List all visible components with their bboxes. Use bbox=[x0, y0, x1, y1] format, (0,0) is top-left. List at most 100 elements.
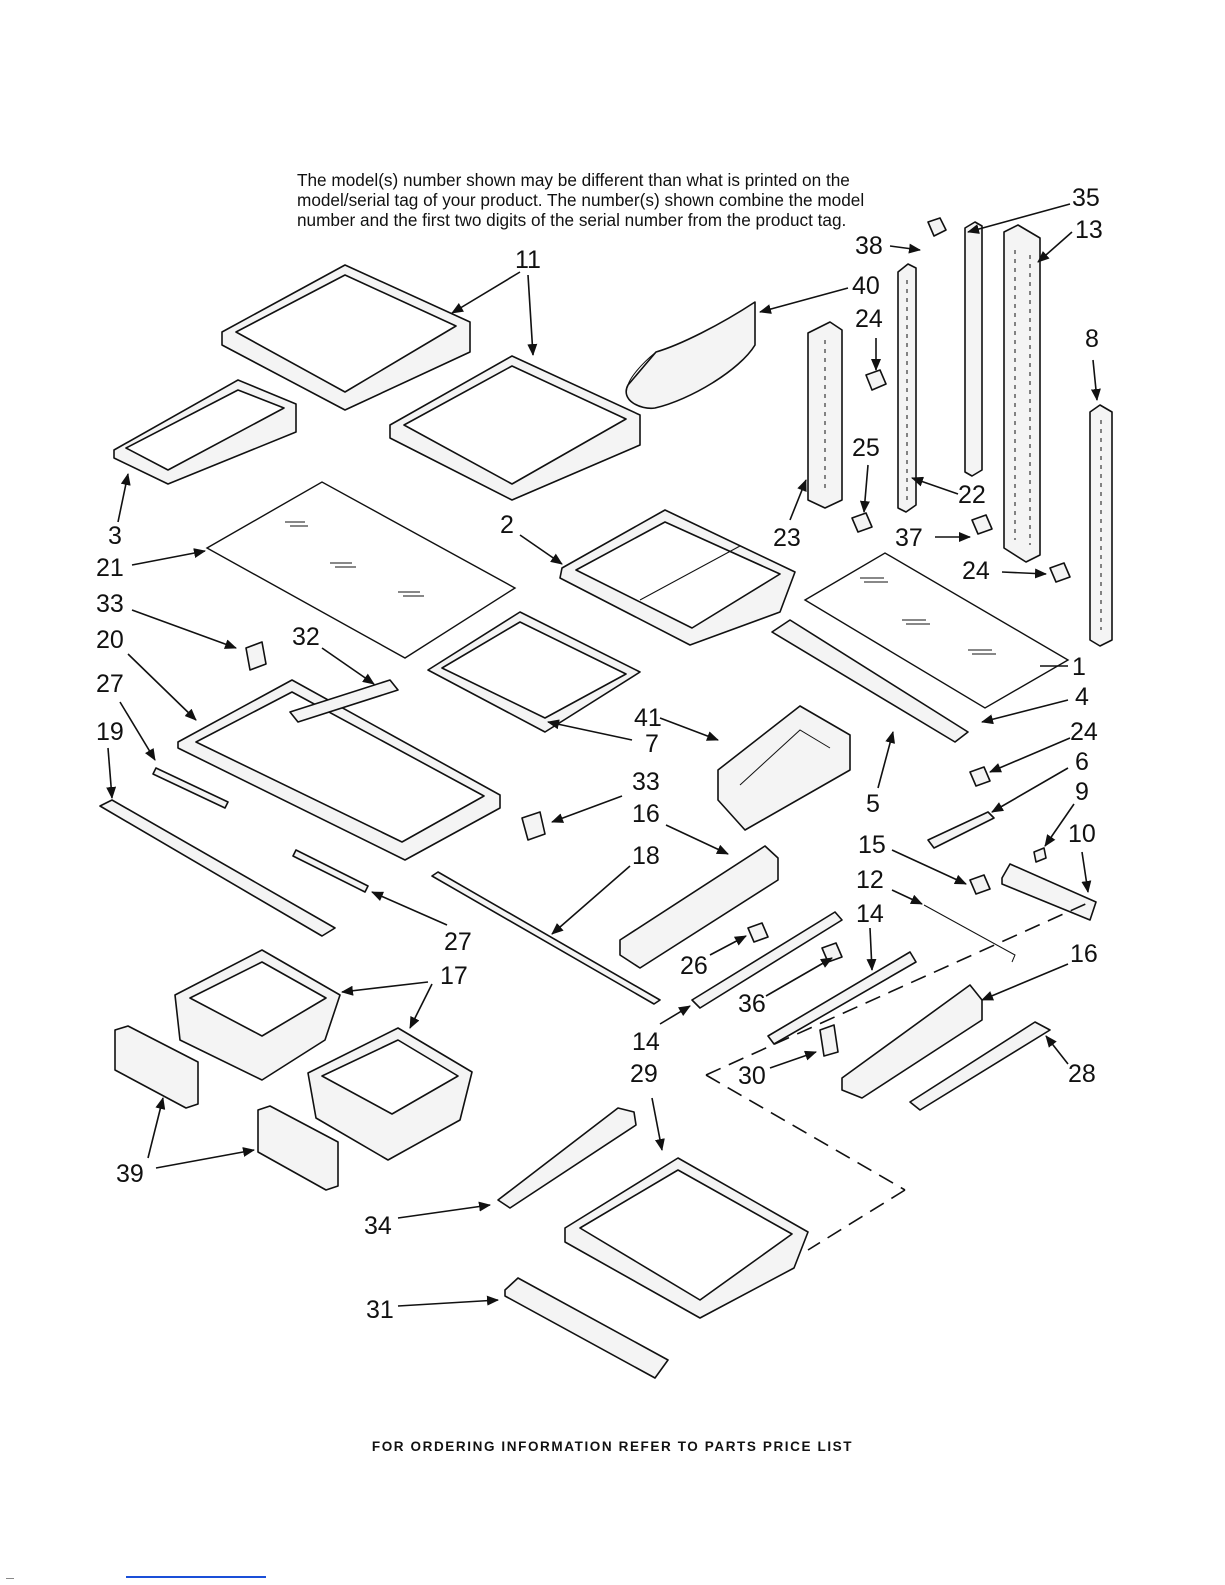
callout-numbers: 35 13 38 40 11 24 8 25 22 23 37 3 2 21 2… bbox=[96, 184, 1103, 1324]
callout-label: 13 bbox=[1075, 216, 1103, 244]
callout-label: 5 bbox=[866, 790, 880, 818]
callout-label: 32 bbox=[292, 623, 320, 651]
callout-label: 22 bbox=[958, 481, 986, 509]
callout-label: 41 bbox=[634, 704, 662, 732]
shelf-11-upper bbox=[221, 264, 471, 411]
callout-label: 33 bbox=[632, 768, 660, 796]
shelf-7 bbox=[427, 611, 641, 733]
callout-label: 18 bbox=[632, 842, 660, 870]
callout-label: 28 bbox=[1068, 1060, 1096, 1088]
callout-label: 25 bbox=[852, 434, 880, 462]
callout-label: 17 bbox=[440, 962, 468, 990]
shelf-11-lower bbox=[389, 355, 641, 501]
ordering-info-footer: FOR ORDERING INFORMATION REFER TO PARTS … bbox=[371, 1439, 854, 1454]
callout-label: 21 bbox=[96, 554, 124, 582]
model-number-notice: The model(s) number shown may be differe… bbox=[297, 170, 957, 230]
wire-12 bbox=[923, 904, 1016, 963]
slide-14-b bbox=[767, 951, 917, 1045]
clip-33-b bbox=[521, 811, 546, 841]
clip-9 bbox=[1033, 847, 1047, 863]
pan-front-31 bbox=[504, 1277, 669, 1379]
slide-27-b bbox=[292, 849, 369, 893]
rail-34 bbox=[497, 1107, 637, 1209]
screw-15 bbox=[969, 874, 991, 895]
crisper-drawer-17-a bbox=[174, 949, 341, 1081]
page-link-underline[interactable] bbox=[126, 1576, 266, 1578]
callout-label: 39 bbox=[116, 1160, 144, 1188]
callout-label: 11 bbox=[515, 246, 541, 274]
callout-label: 10 bbox=[1068, 820, 1096, 848]
callout-label: 14 bbox=[632, 1028, 660, 1056]
glass-shelf-1 bbox=[803, 552, 1070, 709]
shelf-frame-2 bbox=[559, 509, 796, 646]
callout-label: 7 bbox=[645, 730, 659, 758]
screw-38 bbox=[927, 217, 947, 237]
callout-label: 27 bbox=[444, 928, 472, 956]
callout-label: 2 bbox=[500, 511, 514, 539]
drawer-front-39-a bbox=[114, 1025, 199, 1109]
crisper-drawer-17-b bbox=[307, 1027, 473, 1161]
trim-19 bbox=[99, 799, 336, 937]
callout-label: 34 bbox=[364, 1212, 392, 1240]
glass-shelf-21 bbox=[205, 481, 517, 659]
divider-32 bbox=[289, 679, 399, 723]
pan-29 bbox=[564, 1157, 809, 1319]
notice-line-1: The model(s) number shown may be differe… bbox=[297, 170, 850, 190]
slide-27-a bbox=[152, 767, 229, 809]
notice-line-2: model/serial tag of your product. The nu… bbox=[297, 190, 865, 210]
crisper-cover-frame-20 bbox=[177, 679, 501, 861]
callout-label: 33 bbox=[96, 590, 124, 618]
rod-18 bbox=[431, 871, 661, 1005]
leader-lines bbox=[106, 203, 1101, 1307]
callout-label: 40 bbox=[852, 272, 880, 300]
screw-36 bbox=[821, 942, 843, 963]
callout-label: 6 bbox=[1075, 748, 1089, 776]
trim-4 bbox=[771, 619, 969, 743]
callout-label: 23 bbox=[773, 524, 801, 552]
callout-label: 24 bbox=[1070, 718, 1098, 746]
assembly-line-1 bbox=[705, 901, 1091, 1076]
drawer-front-39-b bbox=[257, 1105, 339, 1191]
screw-25 bbox=[851, 512, 873, 533]
rail-8 bbox=[1089, 404, 1113, 647]
housing-16-b bbox=[841, 984, 983, 1099]
edge-tick bbox=[6, 1578, 14, 1579]
callout-label: 38 bbox=[855, 232, 883, 260]
slide-14-a bbox=[691, 911, 843, 1009]
callout-label: 20 bbox=[96, 626, 124, 654]
callout-label: 1 bbox=[1072, 653, 1086, 681]
assembly-line-2 bbox=[705, 1074, 906, 1191]
callout-label: 24 bbox=[962, 557, 990, 585]
screw-26 bbox=[747, 922, 769, 943]
assembly-line-3 bbox=[807, 1189, 906, 1251]
housing-16-a bbox=[619, 845, 779, 969]
shelf-3-small bbox=[113, 379, 297, 485]
handle-28 bbox=[909, 1021, 1051, 1111]
bracket-10 bbox=[1001, 863, 1097, 921]
callout-label: 16 bbox=[632, 800, 660, 828]
callout-label: 36 bbox=[738, 990, 766, 1018]
callout-label: 4 bbox=[1075, 683, 1089, 711]
callout-label: 16 bbox=[1070, 940, 1098, 968]
callout-label: 19 bbox=[96, 718, 124, 746]
rail-35 bbox=[964, 221, 983, 477]
callout-label: 27 bbox=[96, 670, 124, 698]
cover-40 bbox=[625, 301, 756, 410]
rail-23 bbox=[807, 321, 843, 509]
callout-label: 29 bbox=[630, 1060, 658, 1088]
clip-33-a bbox=[245, 641, 267, 671]
callout-label: 26 bbox=[680, 952, 708, 980]
callout-label: 9 bbox=[1075, 778, 1089, 806]
callout-label: 30 bbox=[738, 1062, 766, 1090]
cover-6 bbox=[927, 811, 995, 849]
rail-13 bbox=[1003, 224, 1041, 563]
screw-37 bbox=[971, 514, 993, 535]
callout-label: 14 bbox=[856, 900, 884, 928]
rail-22 bbox=[897, 263, 917, 513]
screw-24-b bbox=[1049, 562, 1071, 583]
callout-label: 8 bbox=[1085, 325, 1099, 353]
callout-label: 3 bbox=[108, 522, 122, 550]
callout-label: 35 bbox=[1072, 184, 1100, 212]
notice-line-3: number and the first two digits of the s… bbox=[297, 210, 847, 230]
